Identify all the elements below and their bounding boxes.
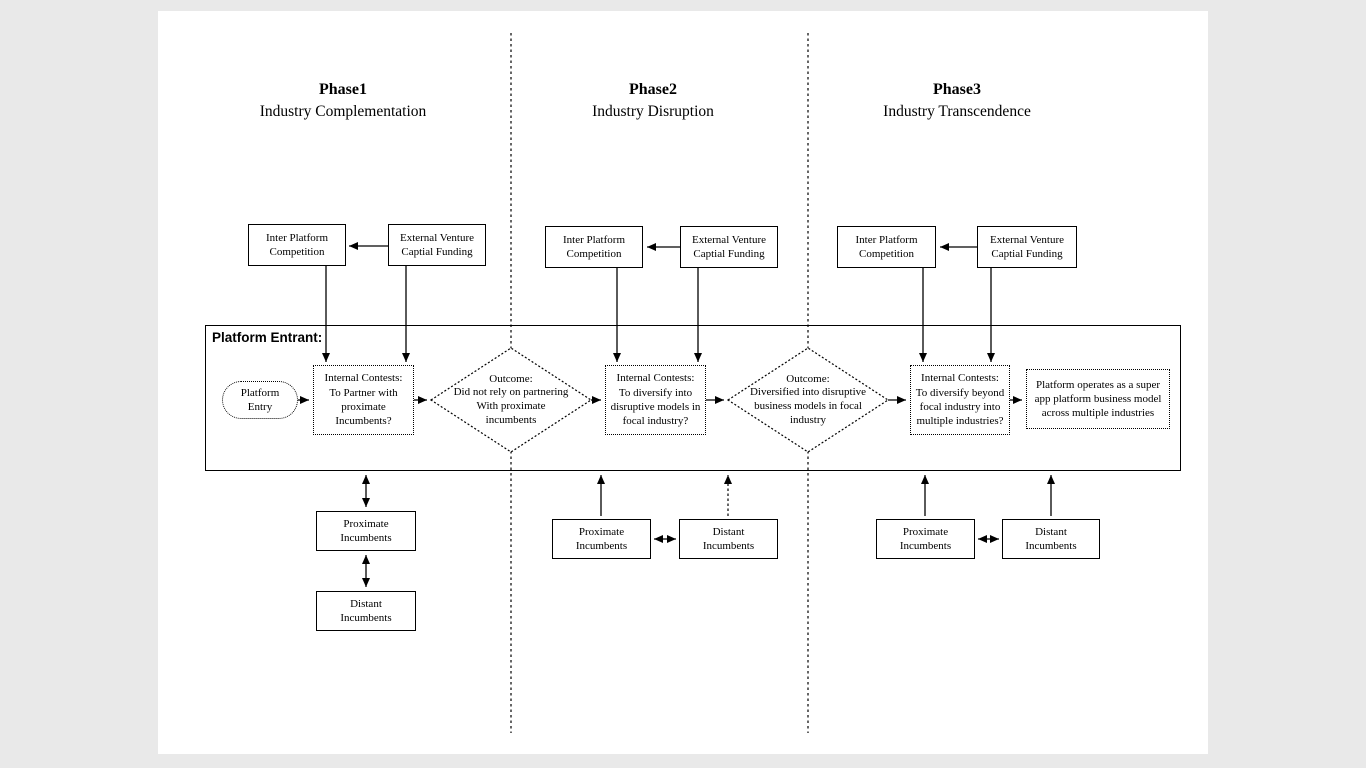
diagram-canvas: Phase1 Industry Complementation Phase2 I…	[158, 11, 1208, 754]
phase1-header: Phase1 Industry Complementation	[183, 79, 503, 123]
platform-entrant-label: Platform Entrant:	[212, 330, 323, 345]
outcome-diamond-text-p2: Outcome: Diversified into disruptive bus…	[749, 372, 867, 426]
inter-platform-competition-box-p2: Inter Platform Competition	[545, 226, 643, 268]
external-venture-funding-box-p2: External Venture Captial Funding	[680, 226, 778, 268]
phase1-title: Phase1	[319, 81, 367, 98]
distant-incumbents-box-p3: Distant Incumbents	[1002, 519, 1100, 559]
phase2-header: Phase2 Industry Disruption	[493, 79, 813, 123]
platform-entrant-band: Platform Entrant:	[205, 325, 1181, 471]
phase3-subtitle: Industry Transcendence	[883, 103, 1031, 120]
outcome-diamond-phase2	[726, 347, 890, 453]
proximate-incumbents-box-p2: Proximate Incumbents	[552, 519, 651, 559]
diagram-lines-layer	[298, 33, 1055, 733]
phase2-title: Phase2	[629, 81, 677, 98]
phase1-subtitle: Industry Complementation	[259, 103, 427, 120]
outcome-diamond-phase1	[429, 347, 593, 453]
proximate-incumbents-box-p3: Proximate Incumbents	[876, 519, 975, 559]
inter-platform-competition-box-p3: Inter Platform Competition	[837, 226, 936, 268]
phase3-header: Phase3 Industry Transcendence	[797, 79, 1117, 123]
internal-contests-box-p1: Internal Contests: To Partner with proxi…	[313, 365, 414, 435]
phase2-subtitle: Industry Disruption	[592, 103, 714, 120]
outcome-diamond-text-p1: Outcome: Did not rely on partnering With…	[453, 372, 569, 426]
super-app-outcome-box-p3: Platform operates as a super app platfor…	[1026, 369, 1170, 429]
distant-incumbents-box-p2: Distant Incumbents	[679, 519, 778, 559]
distant-incumbents-box-p1: Distant Incumbents	[316, 591, 416, 631]
proximate-incumbents-box-p1: Proximate Incumbents	[316, 511, 416, 551]
phase3-title: Phase3	[933, 81, 981, 98]
external-venture-funding-box-p3: External Venture Captial Funding	[977, 226, 1077, 268]
platform-entry-node: Platform Entry	[222, 381, 298, 419]
external-venture-funding-box-p1: External Venture Captial Funding	[388, 224, 486, 266]
internal-contests-box-p2: Internal Contests: To diversify into dis…	[605, 365, 706, 435]
inter-platform-competition-box-p1: Inter Platform Competition	[248, 224, 346, 266]
internal-contests-box-p3: Internal Contests: To diversify beyond f…	[910, 365, 1010, 435]
